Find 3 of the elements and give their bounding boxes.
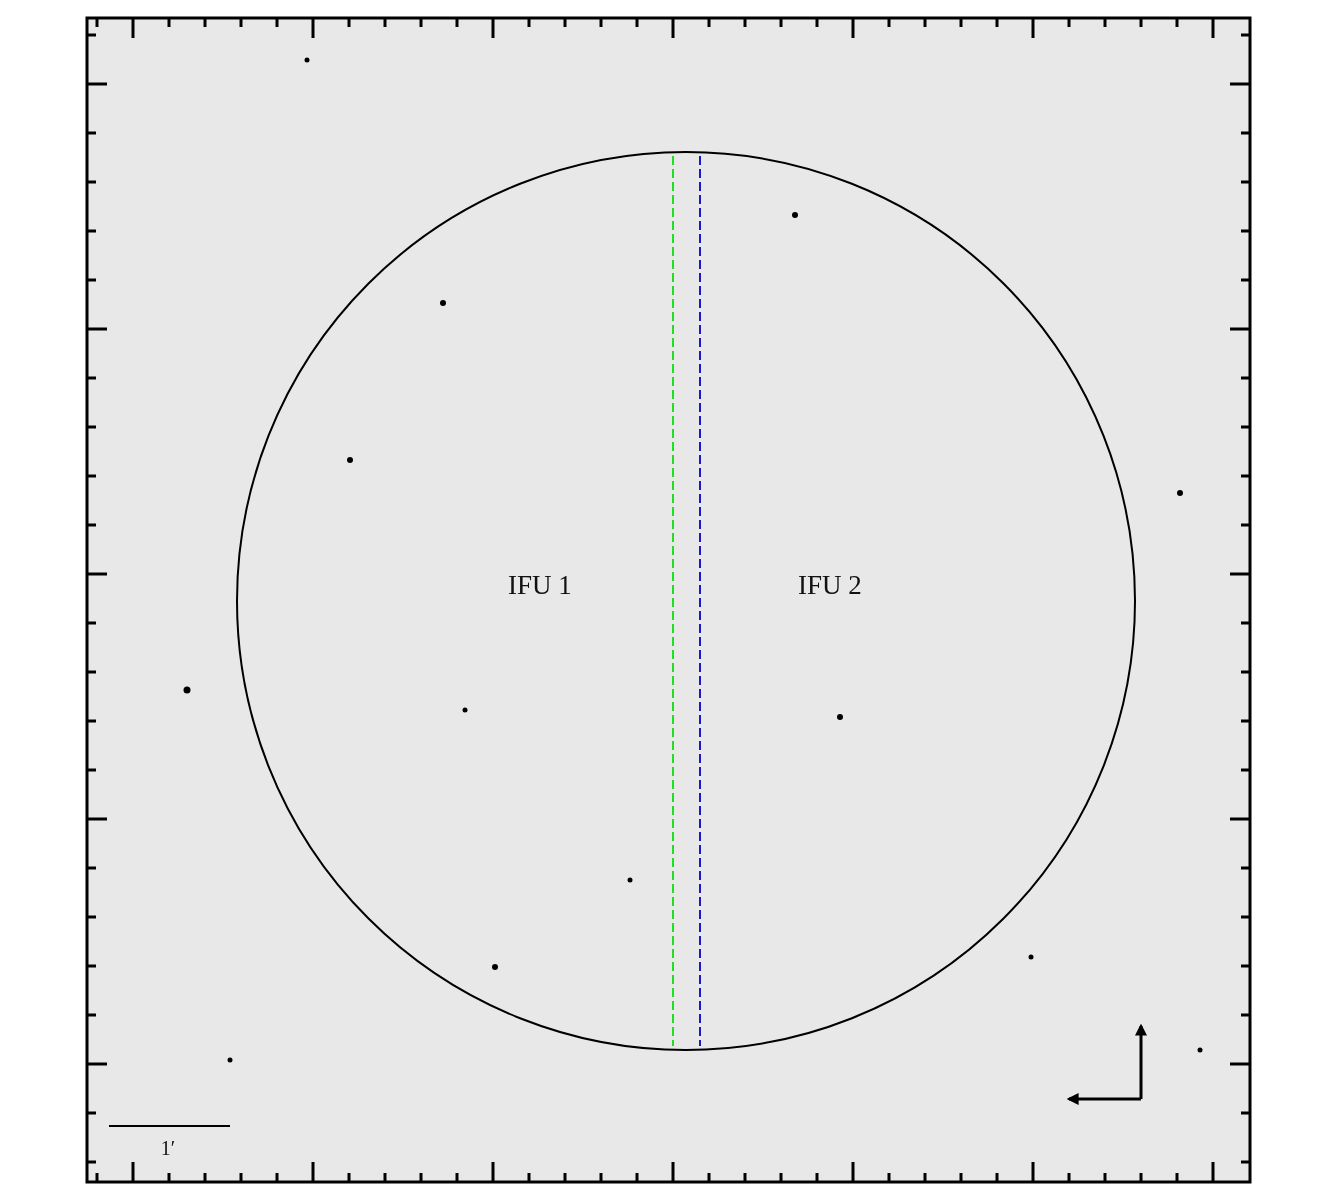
region-label: IFU 2 <box>798 569 862 601</box>
scale-label: 1′ <box>160 1136 176 1160</box>
region-label: IFU 1 <box>508 569 572 601</box>
